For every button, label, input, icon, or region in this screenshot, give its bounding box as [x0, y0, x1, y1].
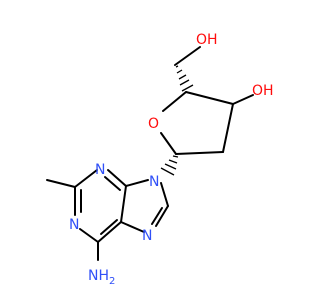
bond-n7-c5 — [120, 221, 145, 233]
bond-c4-n3-double — [104, 176, 121, 191]
atom-oh-ring: OH — [252, 83, 274, 99]
hashed-wedge-c4-ch2 — [175, 65, 194, 92]
bond-n1-c6 — [79, 228, 99, 243]
atom-oh-top: OH — [196, 32, 218, 48]
atom-n9: N — [149, 174, 159, 190]
atom-n7: N — [142, 228, 152, 244]
bond-c8-n7 — [155, 205, 169, 227]
bond-n3-c2 — [74, 169, 98, 188]
bond-c4-c3 — [185, 91, 234, 105]
bond-c2-c1 — [175, 151, 224, 155]
bond-c4-n3 — [107, 169, 127, 187]
molecule-canvas: OH OH O N N N N NH2 — [46, 32, 274, 287]
bond-c3-c2 — [222, 103, 234, 153]
bond-c3-oh — [232, 94, 254, 105]
bond-c2-methyl — [46, 179, 76, 188]
bond-c1-o — [160, 132, 177, 155]
bond-c5-c4 — [120, 185, 127, 223]
atom-ring-oxygen: O — [148, 116, 159, 132]
bond-n9-c8 — [160, 182, 169, 207]
bond-o-c4 — [162, 91, 187, 112]
bond-c4-n9 — [125, 179, 149, 187]
bond-c6-c5-double — [100, 219, 118, 235]
atom-n3: N — [95, 162, 105, 178]
bond-c8-n7-double — [151, 207, 163, 225]
atom-n1: N — [69, 217, 79, 233]
bond-oh-ch2 — [174, 46, 201, 66]
hashed-wedge-c1-n9 — [160, 155, 179, 176]
bond-c6-c5 — [97, 221, 122, 243]
atom-nh2: NH2 — [88, 268, 115, 287]
molecule-structure: OH OH O N N N N NH2 — [46, 32, 274, 287]
atom-nh2-subscript: 2 — [109, 276, 115, 287]
